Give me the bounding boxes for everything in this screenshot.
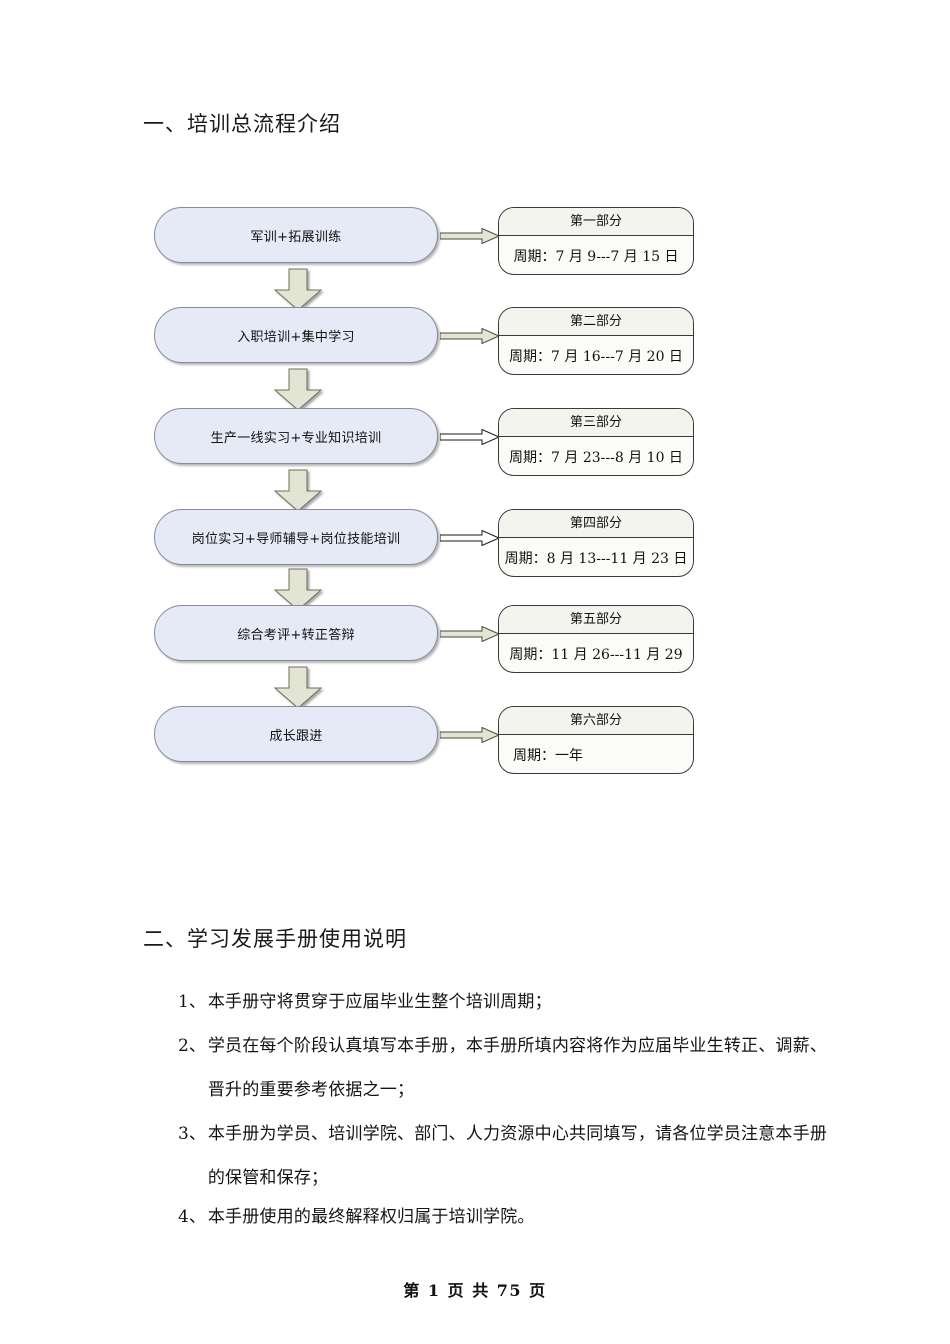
flow-arrow-down-icon (272, 368, 324, 412)
part-title: 第一部分 (499, 208, 693, 236)
list-item-text: 本手册为学员、培训学院、部门、人力资源中心共同填写，请各位学员注意本手册的保管和… (207, 1124, 828, 1188)
list-item-number: 4、 (178, 1207, 206, 1227)
stage-box-5[interactable]: 综合考评+转正答辩 (154, 605, 438, 661)
part-title: 第五部分 (499, 606, 693, 634)
part-box-6: 第六部分 周期：一年 (498, 706, 694, 774)
connector-arrow-right-icon (440, 530, 500, 546)
list-item-text: 学员在每个阶段认真填写本手册，本手册所填内容将作为应届毕业生转正、调薪、晋升的重… (207, 1036, 828, 1100)
stage-box-1[interactable]: 军训+拓展训练 (154, 207, 438, 263)
list-item-text: 本手册使用的最终解释权归属于培训学院。 (207, 1207, 535, 1227)
stage-label: 成长跟进 (269, 728, 323, 744)
part-title: 第三部分 (499, 409, 693, 437)
connector-arrow-right-icon (440, 228, 500, 244)
stage-box-3[interactable]: 生产一线实习+专业知识培训 (154, 408, 438, 464)
flow-arrow-down-icon (272, 568, 324, 612)
part-period: 周期：7 月 16---7 月 20 日 (509, 349, 683, 365)
flow-row: 综合考评+转正答辩 第五部分 周期：11 月 26---11 月 29 (0, 605, 950, 673)
list-item-number: 1、 (178, 992, 206, 1012)
connector-arrow-right-icon (440, 429, 500, 445)
stage-label: 入职培训+集中学习 (237, 329, 355, 345)
list-item: 2、 学员在每个阶段认真填写本手册，本手册所填内容将作为应届毕业生转正、调薪、晋… (178, 1024, 838, 1112)
list-item-text: 本手册守将贯穿于应届毕业生整个培训周期； (207, 992, 552, 1012)
stage-box-2[interactable]: 入职培训+集中学习 (154, 307, 438, 363)
flow-row: 入职培训+集中学习 第二部分 周期：7 月 16---7 月 20 日 (0, 307, 950, 375)
list-item: 3、 本手册为学员、培训学院、部门、人力资源中心共同填写，请各位学员注意本手册的… (178, 1112, 838, 1200)
part-period: 周期：7 月 9---7 月 15 日 (513, 249, 679, 265)
list-item: 4、 本手册使用的最终解释权归属于培训学院。 (178, 1200, 838, 1234)
flow-arrow-down-icon (272, 268, 324, 312)
flow-row: 军训+拓展训练 第一部分 周期：7 月 9---7 月 15 日 (0, 207, 950, 275)
part-title: 第四部分 (499, 510, 693, 538)
stage-label: 军训+拓展训练 (250, 229, 342, 245)
connector-arrow-right-icon (440, 727, 500, 743)
section-heading-2: 二、学习发展手册使用说明 (143, 927, 407, 951)
flow-row: 成长跟进 第六部分 周期：一年 (0, 706, 950, 774)
stage-label: 岗位实习+导师辅导+岗位技能培训 (191, 531, 401, 547)
part-period: 周期：7 月 23---8 月 10 日 (509, 450, 683, 466)
list-item-number: 3、 (178, 1124, 206, 1144)
instruction-list: 1、 本手册守将贯穿于应届毕业生整个培训周期； 2、 学员在每个阶段认真填写本手… (178, 980, 838, 1234)
list-item-number: 2、 (178, 1036, 206, 1056)
part-box-2: 第二部分 周期：7 月 16---7 月 20 日 (498, 307, 694, 375)
page-footer: 第 1 页 共 75 页 (403, 1281, 547, 1300)
part-box-5: 第五部分 周期：11 月 26---11 月 29 (498, 605, 694, 673)
stage-label: 综合考评+转正答辩 (237, 627, 355, 643)
flow-row: 生产一线实习+专业知识培训 第三部分 周期：7 月 23---8 月 10 日 (0, 408, 950, 476)
part-box-1: 第一部分 周期：7 月 9---7 月 15 日 (498, 207, 694, 275)
stage-label: 生产一线实习+专业知识培训 (210, 430, 382, 446)
part-period: 周期：一年 (513, 748, 583, 764)
flow-row: 岗位实习+导师辅导+岗位技能培训 第四部分 周期：8 月 13---11 月 2… (0, 509, 950, 577)
stage-box-6[interactable]: 成长跟进 (154, 706, 438, 762)
list-item: 1、 本手册守将贯穿于应届毕业生整个培训周期； (178, 980, 838, 1024)
flow-arrow-down-icon (272, 666, 324, 710)
connector-arrow-right-icon (440, 626, 500, 642)
training-flowchart: 军训+拓展训练 第一部分 周期：7 月 9---7 月 15 日 入职培训+集中… (0, 207, 950, 774)
part-period: 周期：8 月 13---11 月 23 日 (504, 551, 688, 567)
stage-box-4[interactable]: 岗位实习+导师辅导+岗位技能培训 (154, 509, 438, 565)
part-title: 第六部分 (499, 707, 693, 735)
section-heading-1: 一、培训总流程介绍 (143, 112, 341, 136)
part-box-4: 第四部分 周期：8 月 13---11 月 23 日 (498, 509, 694, 577)
flow-arrow-down-icon (272, 469, 324, 513)
connector-arrow-right-icon (440, 328, 500, 344)
part-box-3: 第三部分 周期：7 月 23---8 月 10 日 (498, 408, 694, 476)
part-title: 第二部分 (499, 308, 693, 336)
part-period: 周期：11 月 26---11 月 29 (509, 647, 683, 663)
